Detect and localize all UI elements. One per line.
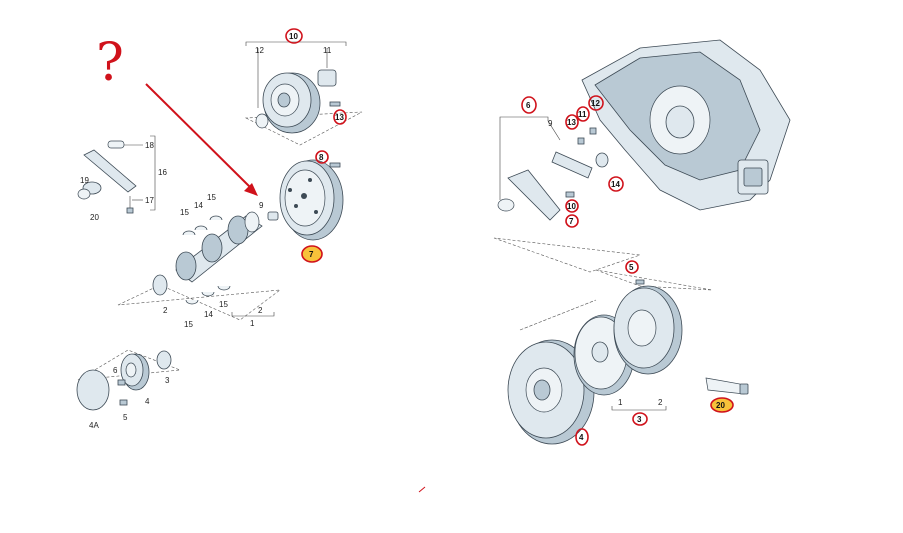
- release-lever-group: 9 6 12 11 13 14 10 7: [493, 95, 641, 273]
- damper-group: 4A 6 4 5 3: [76, 349, 181, 430]
- label-11: 11: [323, 46, 332, 55]
- label-17: 17: [145, 196, 154, 205]
- label-15-c: 15: [184, 320, 193, 329]
- label-15-d: 15: [219, 300, 228, 309]
- label-5: 5: [123, 413, 128, 422]
- callout-7-ring: [301, 245, 323, 263]
- label-16: 16: [158, 168, 167, 177]
- callout-8-ring: [315, 150, 329, 164]
- connecting-rod-group: 18 16 17 19 20: [77, 135, 167, 222]
- gearbox-housing: [581, 39, 791, 211]
- question-mark: ?: [96, 33, 124, 93]
- callout-8: 8: [319, 153, 324, 162]
- right-label-2: 2: [658, 398, 663, 407]
- crankshaft-group: 15 14 15 2 15 14 15 2 1: [117, 193, 282, 329]
- callout-10: 10: [289, 32, 298, 41]
- label-15-a: 15: [180, 208, 189, 217]
- label-14-a: 14: [194, 201, 203, 210]
- label-12: 12: [255, 46, 264, 55]
- right-callout-3: 3: [637, 415, 642, 424]
- callout-4-ring: [575, 428, 589, 446]
- flywheel-group: 9 8 7: [259, 150, 344, 263]
- right-callout-11: 11: [578, 110, 587, 119]
- callout-3-ring: [632, 412, 648, 426]
- label-2-b: 2: [258, 306, 263, 315]
- callout-7: 7: [309, 250, 314, 259]
- right-callout-20: 20: [716, 401, 725, 410]
- right-callout-13: 13: [567, 118, 576, 127]
- pulley-group: 12 11 10 13: [244, 28, 363, 146]
- label-1: 1: [250, 319, 255, 328]
- callout-6-ring: [521, 96, 537, 114]
- label-4a: 4A: [89, 421, 99, 430]
- right-callout-14: 14: [611, 180, 620, 189]
- red-arrow: [145, 83, 258, 196]
- right-callout-6: 6: [526, 101, 531, 110]
- right-callout-7: 7: [569, 217, 574, 226]
- right-callout-12: 12: [591, 99, 600, 108]
- callout-12-ring: [588, 95, 604, 111]
- right-callout-4: 4: [579, 433, 584, 442]
- label-6: 6: [113, 366, 118, 375]
- label-20: 20: [90, 213, 99, 222]
- label-3: 3: [165, 376, 170, 385]
- label-15-b: 15: [207, 193, 216, 202]
- label-2: 2: [163, 306, 168, 315]
- callout-13: 13: [335, 113, 344, 122]
- right-callout-5: 5: [629, 263, 634, 272]
- callout-20-ring: [710, 397, 734, 413]
- callout-10-ring: [285, 28, 303, 44]
- label-4: 4: [145, 397, 150, 406]
- clutch-group: 1 2 5 4 3 20: [507, 260, 749, 446]
- right-callout-10: 10: [567, 202, 576, 211]
- callout-13-ring-r: [565, 114, 579, 130]
- right-label-9: 9: [548, 119, 553, 128]
- label-14-b: 14: [204, 310, 213, 319]
- callout-13-ring: [333, 109, 347, 125]
- callout-10-ring-r: [565, 199, 579, 213]
- callout-5-ring: [625, 260, 639, 274]
- callout-7-ring-r: [565, 214, 579, 228]
- label-18: 18: [145, 141, 154, 150]
- stray-mark: [418, 486, 426, 493]
- callout-14-ring: [608, 176, 624, 192]
- label-9: 9: [259, 201, 264, 210]
- right-label-1: 1: [618, 398, 623, 407]
- label-19: 19: [80, 176, 89, 185]
- callout-11-ring: [576, 106, 590, 122]
